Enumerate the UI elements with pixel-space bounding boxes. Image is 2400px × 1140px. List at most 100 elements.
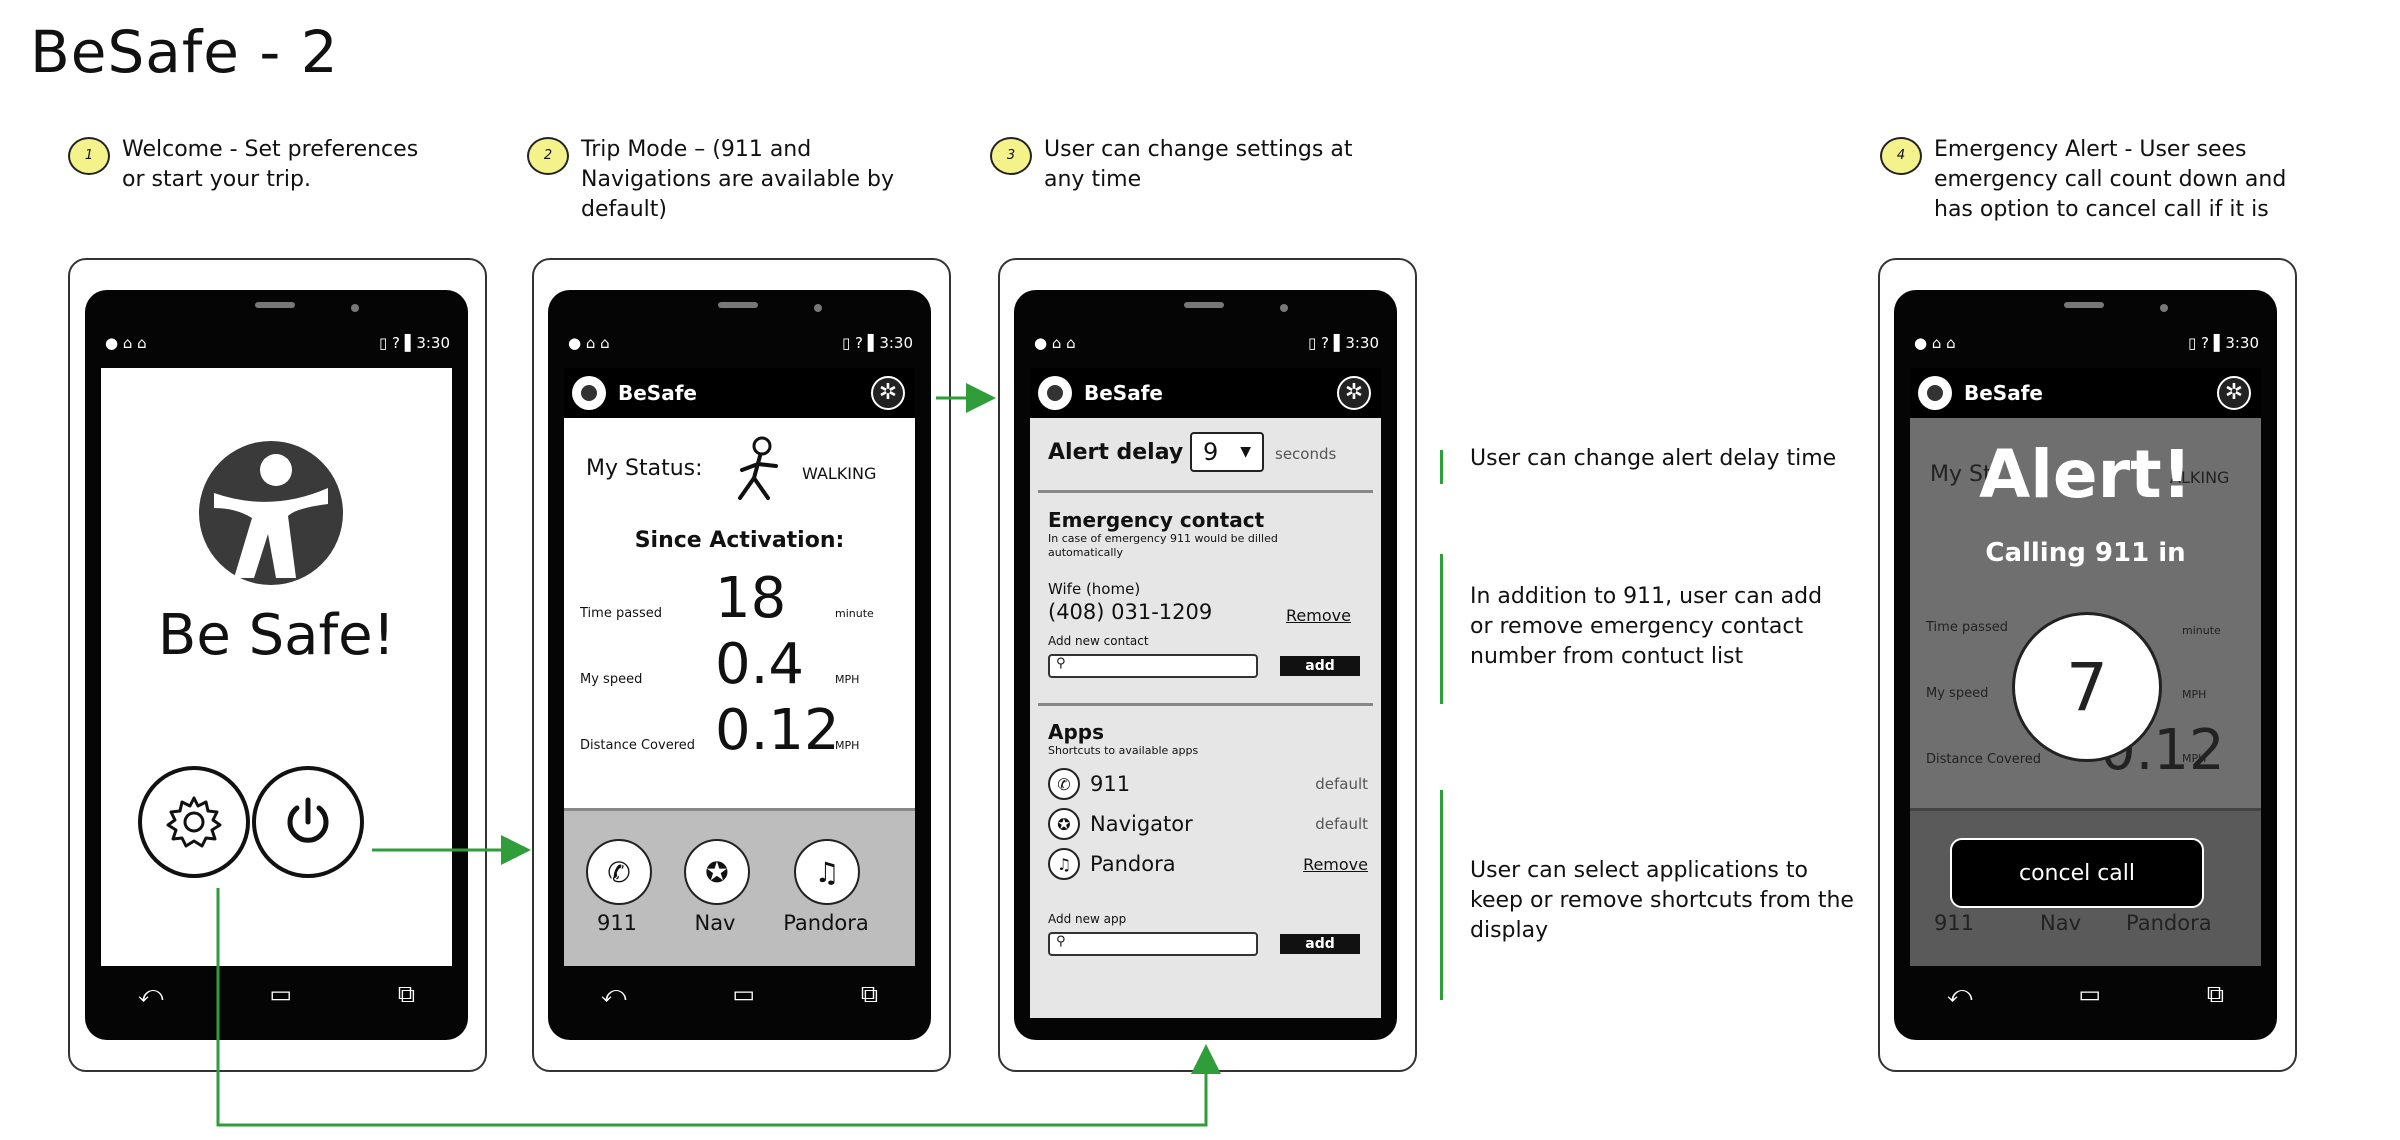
app-bar: BeSafe ✲: [1030, 368, 1381, 418]
phone-icon: ✆: [1048, 768, 1080, 800]
besafe-logo-icon: [1918, 376, 1952, 410]
notification-icons: ● ⌂ ⌂: [1914, 334, 1956, 352]
shortcut-label-dimmed: Nav: [2040, 911, 2082, 935]
camera: [351, 304, 359, 312]
back-icon[interactable]: ⤺: [600, 980, 627, 1008]
home-icon[interactable]: ▭: [732, 980, 756, 1008]
speaker: [1184, 302, 1224, 308]
home-icon[interactable]: ▭: [269, 980, 293, 1008]
settings-button[interactable]: [138, 766, 250, 878]
android-nav-bar: ⤺ ▭ ⧉: [1894, 980, 2277, 1008]
app-row: ✆ 911 default: [1048, 764, 1368, 804]
recents-icon[interactable]: ⧉: [860, 980, 879, 1008]
calling-label: Calling 911 in: [1985, 538, 2186, 568]
step-3-caption: 3 User can change settings at any time: [990, 135, 1352, 195]
status-time: ▯ ? ▌3:30: [379, 334, 450, 352]
shortcut-label-dimmed: 911: [1934, 911, 1975, 935]
remove-contact-link[interactable]: Remove: [1286, 606, 1351, 625]
shortcut-nav-button[interactable]: ✪: [684, 839, 750, 905]
step-number-badge: 2: [527, 137, 569, 175]
stat-row: My speed 0.4 MPH: [580, 632, 900, 698]
status-bar: ● ⌂ ⌂ ▯ ? ▌3:30: [568, 334, 913, 352]
alert-delay-value: 9: [1202, 438, 1219, 466]
step-text: User can change settings at any time: [1044, 137, 1353, 192]
status-bar: ● ⌂ ⌂ ▯ ? ▌3:30: [1034, 334, 1379, 352]
emergency-alert-screen: My St ALKING Time passed minute My speed…: [1910, 418, 2261, 966]
notification-icons: ● ⌂ ⌂: [105, 334, 147, 352]
remove-app-link[interactable]: Remove: [1303, 854, 1368, 874]
android-nav-bar: ⤺ ▭ ⧉: [85, 980, 468, 1008]
page-title: BeSafe - 2: [30, 18, 339, 86]
back-icon[interactable]: ⤺: [1946, 980, 1973, 1008]
add-contact-input[interactable]: ⚲: [1048, 654, 1258, 678]
back-icon[interactable]: ⤺: [137, 980, 164, 1008]
apps-list: ✆ 911 default ✪ Navigator default ♫ Pand…: [1048, 764, 1368, 884]
music-note-icon: ♫: [1048, 848, 1080, 880]
alert-delay-select[interactable]: 9▼: [1190, 432, 1264, 472]
shortcut-label: Pandora: [783, 911, 869, 935]
step-4-caption: 4 Emergency Alert - User sees emergency …: [1880, 135, 2286, 225]
recents-icon[interactable]: ⧉: [2206, 980, 2225, 1008]
app-row: ♫ Pandora Remove: [1048, 844, 1368, 884]
stat-label: Distance Covered: [580, 738, 696, 753]
status-bar: ● ⌂ ⌂ ▯ ? ▌3:30: [1914, 334, 2259, 352]
settings-screen: Alert delay 9▼ seconds Emergency contact…: [1030, 418, 1381, 1018]
settings-gear-icon[interactable]: ✲: [871, 376, 905, 410]
app-name: BeSafe: [1084, 381, 1163, 405]
start-trip-button[interactable]: [252, 766, 364, 878]
add-contact-button[interactable]: add: [1280, 656, 1360, 676]
shortcut-label-dimmed: Pandora: [2126, 911, 2212, 935]
countdown-circle: 7: [2012, 612, 2162, 762]
stat-unit: MPH: [835, 739, 860, 752]
stat-row: Distance Covered 0.12 MPH: [580, 698, 900, 764]
alert-title: Alert!: [1979, 436, 2192, 513]
status-bar: ● ⌂ ⌂ ▯ ? ▌3:30: [105, 334, 450, 352]
step-2-caption: 2 Trip Mode – (911 and Navigations are a…: [527, 135, 894, 225]
trip-mode-screen: My Status: WALKING Since Activation: Tim…: [564, 418, 915, 966]
settings-gear-icon[interactable]: ✲: [2217, 376, 2251, 410]
stat-unit-dimmed: MPH: [2182, 752, 2207, 765]
besafe-logo-icon: [1038, 376, 1072, 410]
app-shortcut-tray: ✆ ✪ ♫ 911 Nav Pandora: [564, 808, 915, 966]
app-action: default: [1315, 775, 1368, 793]
stat-label-dimmed: My speed: [1926, 686, 1989, 701]
status-label-dimmed: My St: [1930, 462, 1992, 487]
status-time: ▯ ? ▌3:30: [2188, 334, 2259, 352]
shortcut-911-button[interactable]: ✆: [586, 839, 652, 905]
add-contact-label: Add new contact: [1048, 634, 1149, 648]
app-bar: BeSafe ✲: [564, 368, 915, 418]
cancel-call-button[interactable]: concel call: [1950, 838, 2204, 908]
add-app-input[interactable]: ⚲: [1048, 932, 1258, 956]
shortcut-pandora-button[interactable]: ♫: [794, 839, 860, 905]
emergency-contact-subtitle: In case of emergency 911 would be dilled…: [1048, 532, 1278, 559]
stat-value: 18: [715, 566, 787, 631]
app-bar: BeSafe ✲: [1910, 368, 2261, 418]
step-text: Emergency Alert - User sees emergency ca…: [1934, 137, 2287, 222]
step-text: Trip Mode – (911 and Navigations are ava…: [581, 137, 894, 222]
speaker: [255, 302, 295, 308]
app-name: Pandora: [1090, 852, 1176, 876]
emergency-contact-title: Emergency contact: [1048, 508, 1265, 532]
apps-subtitle: Shortcuts to available apps: [1048, 744, 1199, 757]
app-name: BeSafe: [618, 381, 697, 405]
settings-gear-icon[interactable]: ✲: [1337, 376, 1371, 410]
stat-label-dimmed: Time passed: [1926, 620, 2008, 635]
add-app-button[interactable]: add: [1280, 934, 1360, 954]
annotation-alert-delay: User can change alert delay time: [1470, 446, 1837, 471]
since-activation-label: Since Activation:: [634, 528, 845, 553]
annotation-bracket: [1440, 790, 1443, 1000]
home-icon[interactable]: ▭: [2078, 980, 2102, 1008]
phone-frame: ● ⌂ ⌂ ▯ ? ▌3:30 BeSafe ✲ Alert delay 9▼ …: [1014, 290, 1397, 1040]
recents-icon[interactable]: ⧉: [397, 980, 416, 1008]
step-text: Welcome - Set preferences or start your …: [122, 137, 419, 192]
step-1-caption: 1 Welcome - Set preferences or start you…: [68, 135, 418, 195]
app-action: default: [1315, 815, 1368, 833]
notification-icons: ● ⌂ ⌂: [1034, 334, 1076, 352]
annotation-emergency-contact: In addition to 911, user can add or remo…: [1470, 584, 1823, 669]
shortcut-label: Nav: [694, 911, 736, 935]
stat-label-dimmed: Distance Covered: [1926, 752, 2042, 767]
stat-unit: MPH: [835, 673, 860, 686]
walking-person-icon: [738, 436, 778, 500]
gear-icon: [166, 796, 222, 848]
app-name: 911: [1090, 772, 1131, 796]
